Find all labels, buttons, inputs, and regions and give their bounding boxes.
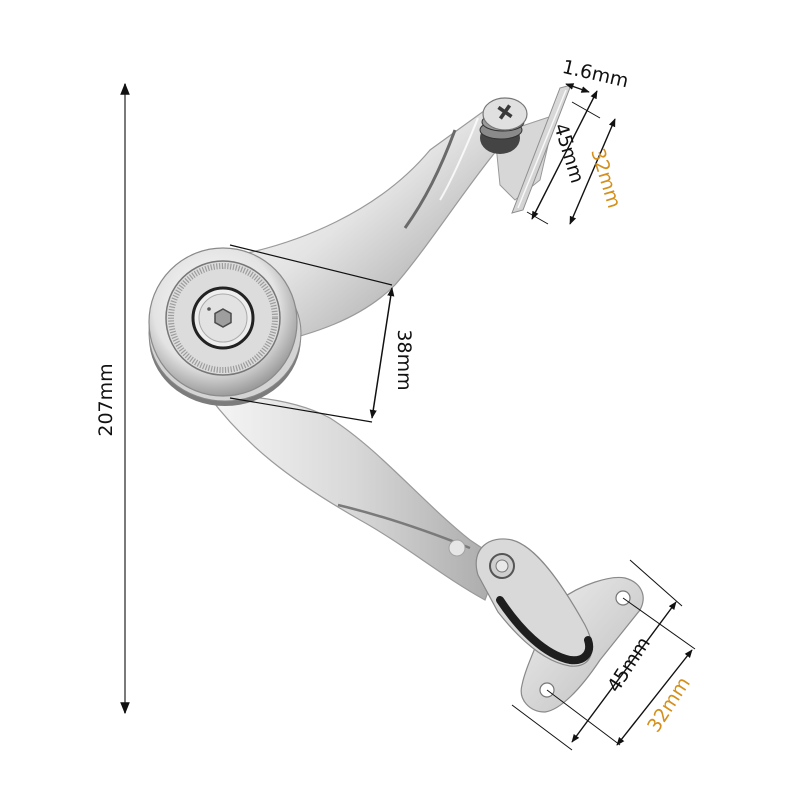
bottom-plate-hole-spacing-label: 32mm [643,673,695,736]
overall-height-label: 207mm [95,363,117,436]
pivot-wheel [148,247,302,406]
hex-socket-icon [214,308,232,328]
top-pivot-screw [479,97,528,154]
overall-height-dimension: 207mm [95,82,130,715]
top-plate-hole-spacing-label: 32mm [586,146,625,211]
phillips-screw-icon [497,104,513,120]
arm-width-label: 38mm [393,329,415,390]
logo-stamp-icon [448,539,466,557]
arm-width-line [369,287,395,419]
lower-arm [206,394,501,601]
top-plate-length-label: 45mm [549,121,588,186]
pivot-arm-width-dimension: 38mm [229,244,415,423]
upper-arm [221,107,513,346]
